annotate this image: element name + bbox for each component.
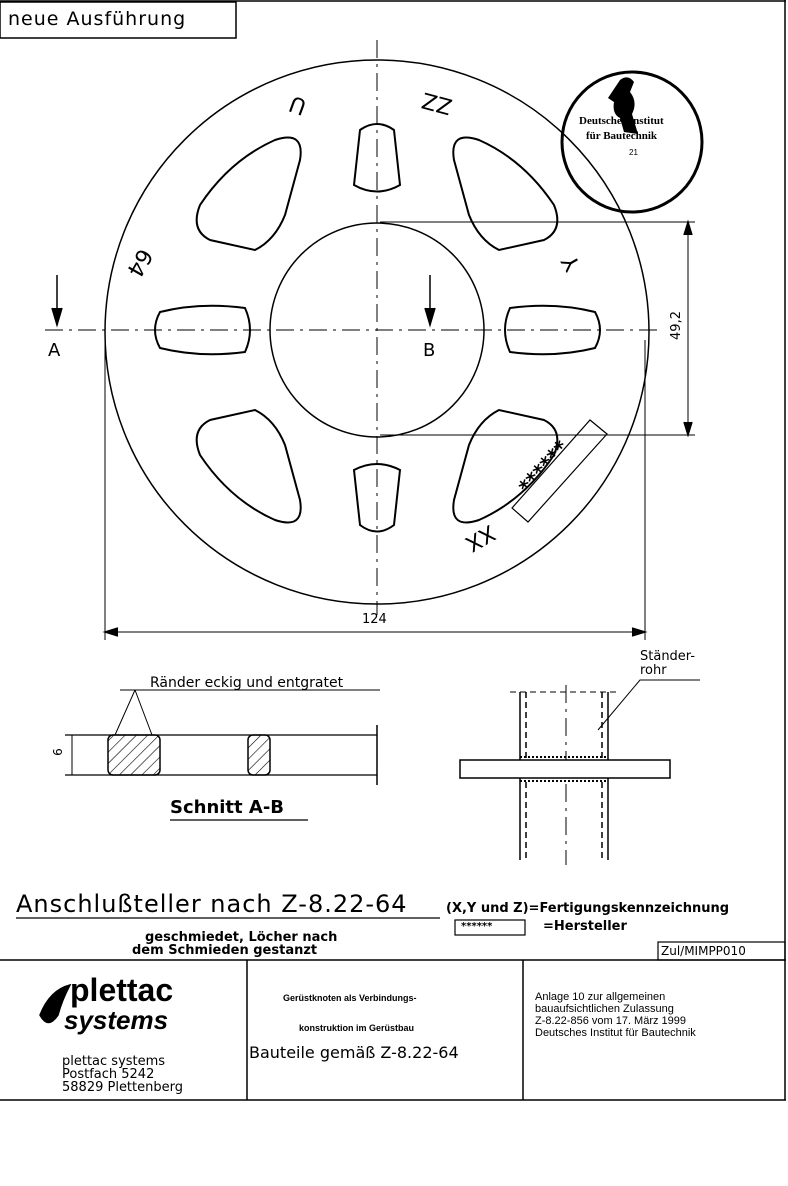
drawing-title: Anschlußteller nach Z-8.22-64 (16, 890, 408, 918)
dimension-thickness: 6 (50, 748, 65, 756)
approval-line: Anlage 10 zur allgemeinen (535, 991, 666, 1003)
stamp-line1: Deutsches Institut (579, 115, 664, 127)
subtitle-1: geschmiedet, Löcher nach (145, 930, 338, 945)
logo-mark (39, 983, 72, 1024)
title-block-center-1: Gerüstknoten als Verbindungs- (283, 993, 417, 1003)
approval-line: Deutsches Institut für Bautechnik (535, 1027, 696, 1039)
approval-line: Z-8.22-856 vom 17. März 1999 (535, 1015, 687, 1027)
section-title: Schnitt A-B (170, 797, 285, 818)
dimension-outer: 124 (362, 612, 387, 627)
drawing-id: Zul/MIMPP010 (661, 944, 746, 958)
subtitle-2: dem Schmieden gestanzt (132, 943, 318, 958)
legend-xyz: (X,Y und Z)=Fertigungskennzeichnung (446, 901, 730, 916)
certification-stamp (560, 70, 704, 214)
kidney-holes (195, 136, 559, 524)
title-block-center-3: Bauteile gemäß Z-8.22-64 (249, 1043, 459, 1062)
dimension-inner: 49,2 (668, 311, 684, 340)
stamp-line2: für Bautechnik (586, 130, 658, 142)
section-note: Ränder eckig und entgratet (150, 675, 344, 691)
address-line: 58829 Plettenberg (62, 1080, 183, 1095)
tube-label: Ständer- rohr (640, 649, 696, 678)
tube-detail (459, 679, 700, 865)
slot-holes (154, 123, 601, 533)
legend-stars-box: ****** (461, 921, 493, 932)
logo-plettac: plettac (70, 972, 174, 1008)
section-label-a: A (48, 340, 61, 361)
section-label-b: B (423, 340, 436, 361)
approval-note: Anlage 10 zur allgemeinen bauaufsichtlic… (535, 991, 696, 1039)
stamp-number: 21 (629, 148, 638, 157)
header-label: neue Ausführung (8, 8, 187, 30)
approval-line: bauaufsichtlichen Zulassung (535, 1003, 674, 1015)
bear-emblem (608, 77, 638, 134)
company-address: plettac systems Postfach 5242 58829 Plet… (62, 1055, 183, 1094)
title-block-center-2: konstruktion im Gerüstbau (299, 1023, 415, 1033)
address-line: Postfach 5242 (62, 1067, 155, 1082)
address-line: plettac systems (62, 1054, 166, 1069)
logo-systems: systems (64, 1005, 169, 1035)
legend-stars-desc: =Hersteller (543, 919, 627, 934)
header-box (0, 1, 237, 39)
